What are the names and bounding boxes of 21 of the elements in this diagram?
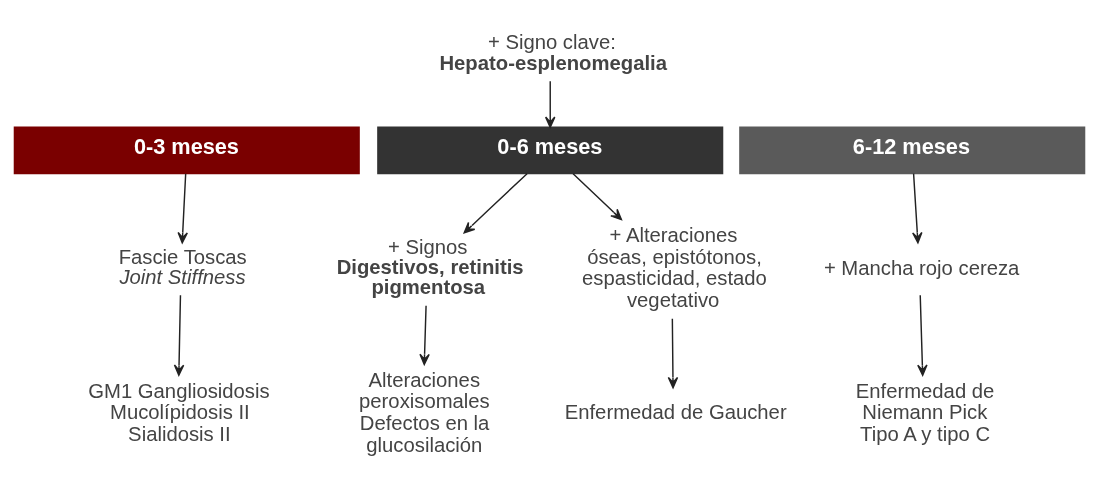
arrow [177,172,188,244]
arrow [544,80,556,128]
node-text: Enfermedad de Niemann Pick Tipo A y tipo C [855,379,995,446]
arrow [667,317,679,389]
arrow [463,172,528,234]
node-text: GM1 Gangliosidosis Mucolípidosis II Sialidosis II [88,379,270,446]
arrow [173,294,185,377]
node-text: Enfermedad de Gaucher [564,401,787,424]
arrow [572,172,623,221]
node-box: 6-12 meses [739,126,1086,175]
node-text: Alteraciones peroxisomales Defectos en la glucosilación [359,368,490,456]
node-text: + Signo clave: Hepato-esplenomegalia [439,31,667,74]
node-box: 0-6 meses [377,126,724,175]
node-text: + Alteraciones óseas, epistótonos, espasticidad, estado vegetativo [582,223,767,312]
node-text: Fascie Toscas Joint Stiffness [118,245,247,288]
arrow [912,172,923,244]
arrow [917,294,928,377]
node-text: + Mancha rojo cereza [823,256,1020,279]
node-box: 0-3 meses [13,126,360,175]
arrow [419,304,430,366]
node-text: + Signos Digestivos, retinitis pigmentosa [336,235,524,299]
